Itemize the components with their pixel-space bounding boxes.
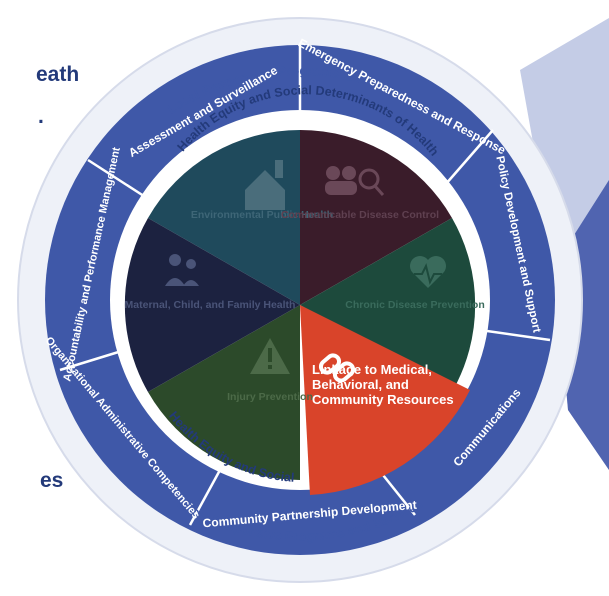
chain-link-icon [318,353,356,383]
segment-label-injury: Injury Prevention [227,391,313,403]
segment-label-communicable: Communicable Disease Control [281,209,439,221]
segment-label-maternal: Maternal, Child, and Family Health [125,299,296,311]
family-icon [165,254,199,286]
segment-label-linkage: Linkage to Medical, Behavioral, and Comm… [312,362,454,407]
middle-ring-dividers [59,45,551,526]
segment-label-linkage-box: Linkage to Medical, Behavioral, and Comm… [312,362,454,407]
left-text-fragment-3: es [40,469,64,492]
segment-linkage [300,305,470,495]
segment-maternal [124,218,300,392]
segment-label-chronic: Chronic Disease Prevention [345,299,484,311]
left-text-fragment-2: . [38,105,44,128]
segment-label-environmental: Environmental Public Health [191,209,333,221]
left-text-fragment-1: eath [36,63,80,86]
house-factory-icon [245,160,285,210]
segment-injury [148,305,300,481]
people-magnifier-icon [325,166,385,196]
heart-pulse-icon [410,256,446,288]
warning-icon [250,338,290,374]
